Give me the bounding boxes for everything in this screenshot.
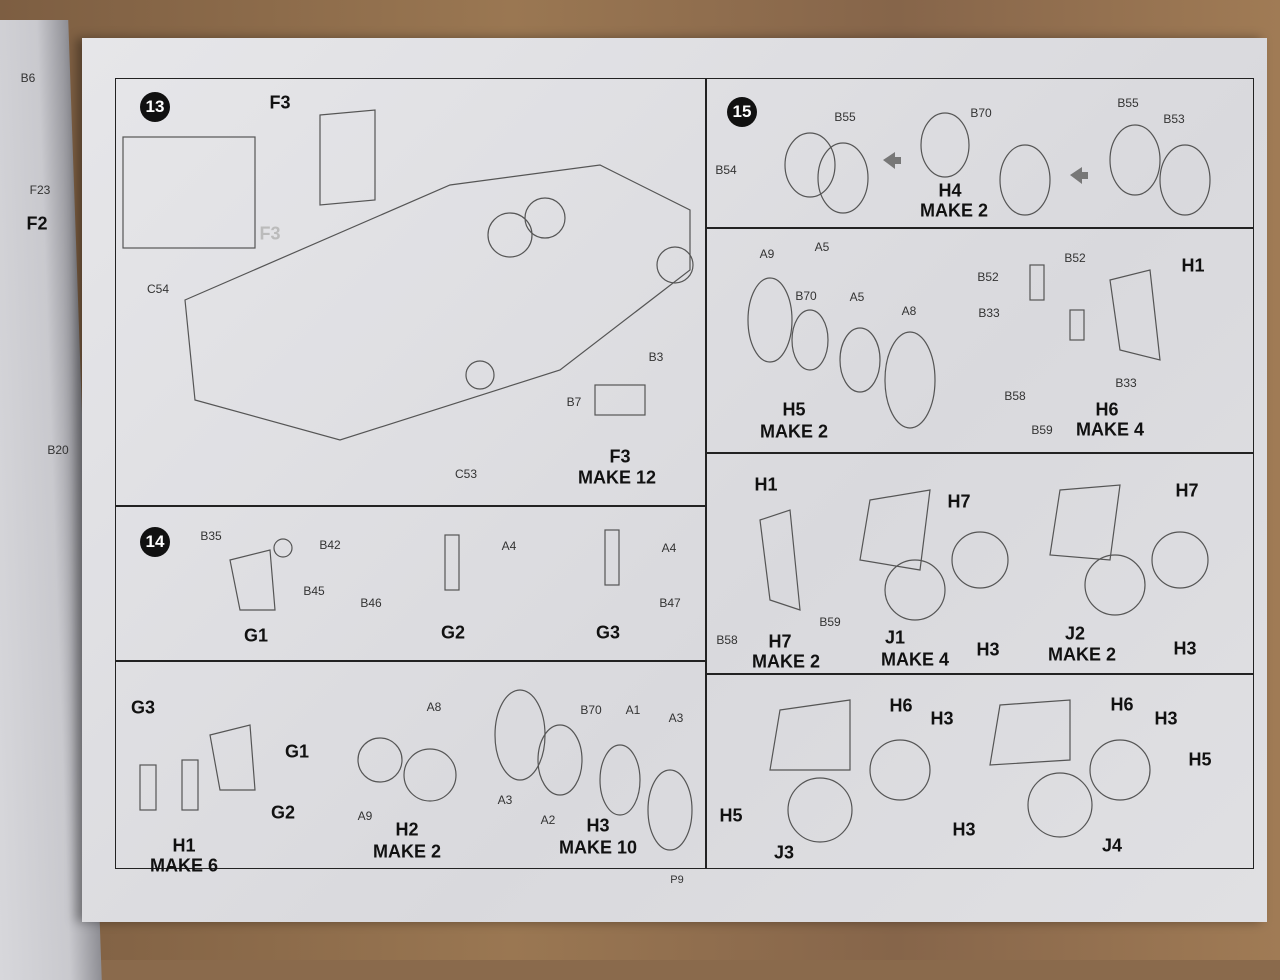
step-number-badge: 15	[727, 97, 757, 127]
make-count: MAKE 2	[759, 421, 829, 442]
part-label: B42	[319, 538, 341, 552]
part-label: A3	[497, 793, 513, 807]
make-count: MAKE 2	[751, 651, 821, 672]
part-label: H7	[1175, 480, 1199, 501]
part-label: A8	[901, 304, 917, 318]
assembly-label: H7	[768, 631, 792, 652]
part-drawings	[122, 109, 1211, 851]
part-label: B54	[715, 163, 737, 177]
step-number-badge: 13	[140, 92, 170, 122]
part-label: A4	[501, 539, 517, 553]
make-count: MAKE 10	[558, 837, 638, 858]
part-label: H5	[1188, 749, 1212, 770]
part-label: B59	[1031, 423, 1053, 437]
part-label: B35	[200, 529, 222, 543]
part-label: H3	[930, 708, 954, 729]
page-number: P9	[670, 874, 684, 886]
assembly-label: F2	[26, 213, 48, 234]
step-15-panel	[706, 78, 1254, 228]
part-label: H6	[1110, 694, 1134, 715]
part-label: B59	[819, 615, 841, 629]
make-count: MAKE 6	[149, 855, 219, 876]
step-number-badge: 14	[140, 527, 170, 557]
assembly-label: H6	[1095, 399, 1119, 420]
part-label: B20	[47, 443, 69, 457]
part-label: B52	[1064, 251, 1086, 265]
part-label: H3	[952, 819, 976, 840]
part-label: B52	[977, 270, 999, 284]
part-label: A1	[625, 703, 641, 717]
part-label: B6	[20, 71, 36, 85]
j3-j4-panel	[706, 674, 1254, 869]
part-label: H3	[976, 639, 1000, 660]
make-count: MAKE 12	[577, 467, 657, 488]
part-label: H1	[1181, 255, 1205, 276]
part-label: A8	[426, 700, 442, 714]
make-count: MAKE 4	[880, 649, 950, 670]
part-label: B46	[360, 596, 382, 610]
part-label: B58	[716, 633, 738, 647]
part-label: B33	[1115, 376, 1137, 390]
part-label: B70	[580, 703, 602, 717]
make-count: MAKE 2	[372, 841, 442, 862]
part-label: A5	[814, 240, 830, 254]
part-label: A9	[357, 809, 373, 823]
part-label: G1	[284, 741, 310, 762]
assembly-label: J4	[1101, 835, 1123, 856]
part-label: B55	[1117, 96, 1139, 110]
make-count: MAKE 4	[1075, 419, 1145, 440]
step-14-panel	[115, 506, 706, 661]
part-label: H3	[1173, 638, 1197, 659]
part-label: G3	[130, 697, 156, 718]
assembly-label: H5	[782, 399, 806, 420]
part-label: G2	[270, 802, 296, 823]
h-assembly-panel	[115, 661, 706, 869]
part-label: F3	[259, 223, 281, 244]
h5-h6-panel	[706, 228, 1254, 453]
assembly-label: G3	[595, 622, 621, 643]
part-label: F3	[269, 92, 291, 113]
part-label: C54	[146, 282, 170, 296]
part-label: B33	[978, 306, 1000, 320]
assembly-label: H4	[938, 180, 962, 201]
part-label: B47	[659, 596, 681, 610]
part-label: C53	[454, 467, 478, 481]
part-label: H6	[889, 695, 913, 716]
part-label: A9	[759, 247, 775, 261]
part-label: B55	[834, 110, 856, 124]
part-label: B45	[303, 584, 325, 598]
step-13-panel	[115, 78, 706, 506]
part-label: H3	[1154, 708, 1178, 729]
j1-j2-panel	[706, 453, 1254, 674]
assembly-label: J1	[884, 627, 906, 648]
part-label: H1	[754, 474, 778, 495]
part-label: B53	[1163, 112, 1185, 126]
assembly-label: H3	[586, 815, 610, 836]
part-label: F23	[29, 183, 51, 197]
assembly-label: J3	[773, 842, 795, 863]
assembly-label: J2	[1064, 623, 1086, 644]
part-label: B70	[795, 289, 817, 303]
part-label: A2	[540, 813, 556, 827]
assembly-label: H1	[172, 835, 196, 856]
part-label: B7	[566, 395, 582, 409]
make-count: MAKE 2	[919, 200, 989, 221]
assembly-label: G2	[440, 622, 466, 643]
part-label: A5	[849, 290, 865, 304]
part-label: H7	[947, 491, 971, 512]
part-label: B3	[648, 350, 664, 364]
part-label: B58	[1004, 389, 1026, 403]
part-label: B70	[970, 106, 992, 120]
part-label: A4	[661, 541, 677, 555]
assembly-label: F3	[609, 446, 631, 467]
assembly-label: G1	[243, 625, 269, 646]
part-label: A3	[668, 711, 684, 725]
part-label: H5	[719, 805, 743, 826]
assembly-label: H2	[395, 819, 419, 840]
make-count: MAKE 2	[1047, 644, 1117, 665]
